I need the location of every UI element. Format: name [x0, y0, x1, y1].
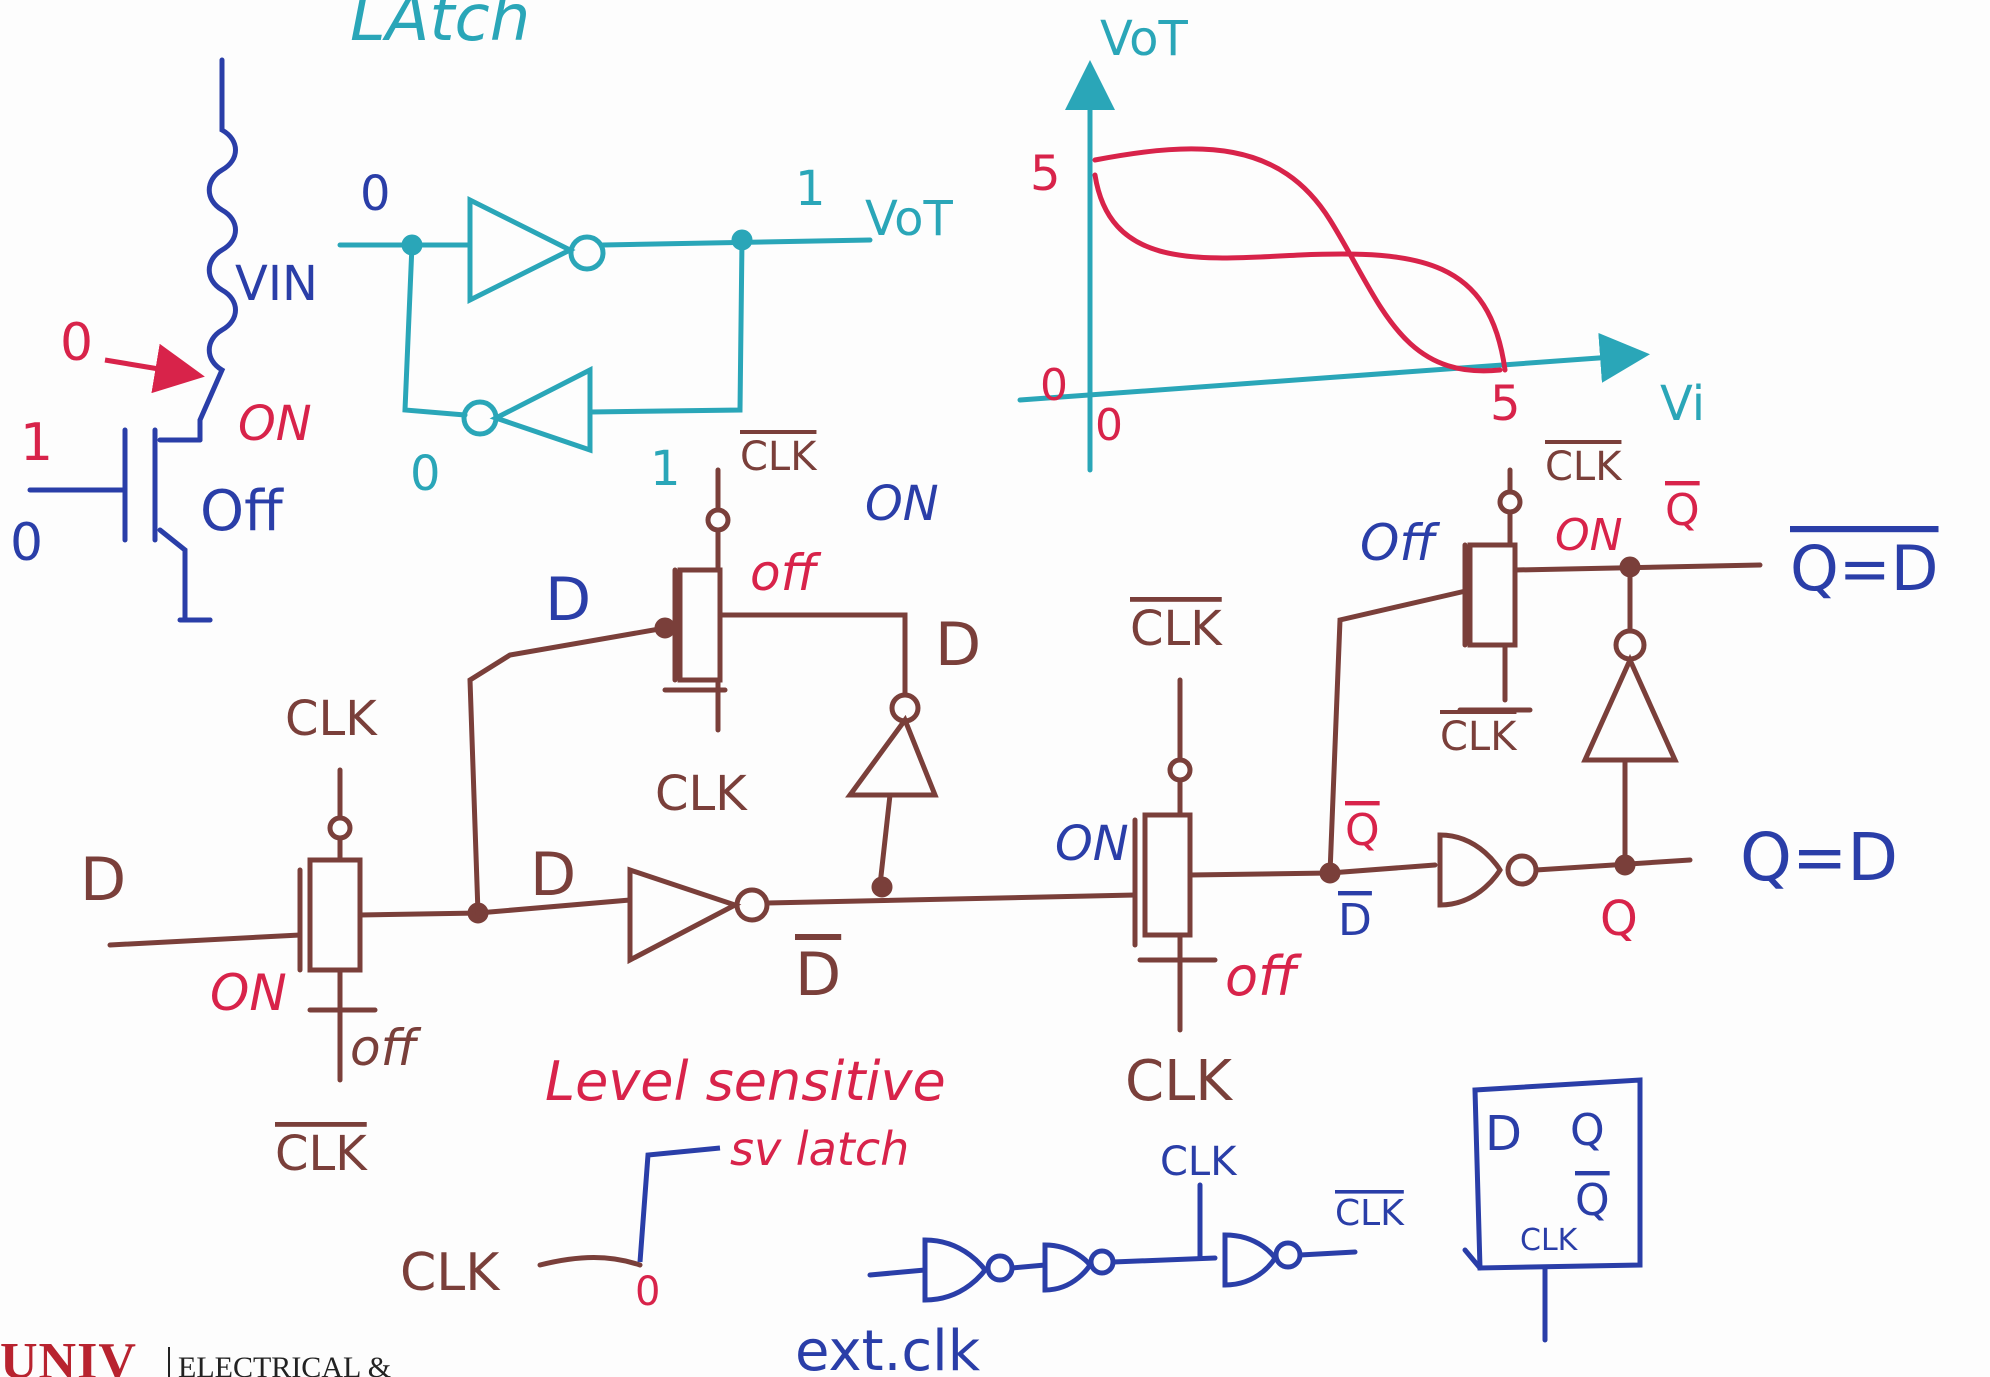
label-graph-0-y: 0: [1040, 360, 1068, 411]
label-clk-fb1-top: CLK: [740, 434, 818, 480]
label-ext-clk: ext.clk: [795, 1319, 981, 1377]
university-logo: UNIV: [0, 1337, 137, 1377]
arrow-red: [104, 343, 205, 394]
pull-up-resistor-network: [27, 57, 238, 623]
label-blue-off: Off: [200, 479, 284, 544]
label-Qbar-top: Q: [1665, 485, 1700, 536]
label-on-tg1: ON: [210, 964, 287, 1022]
clk-waveform: [537, 1255, 643, 1268]
label-clk-tg2-top: CLK: [1130, 601, 1223, 657]
label-vin: VIN: [235, 256, 318, 312]
label-off-fb2: Off: [1360, 514, 1440, 572]
label-D-fb: D: [545, 565, 591, 635]
cyan-latch: [337, 195, 873, 454]
graph-x-axis: [1017, 332, 1650, 403]
label-clk-wave: CLK: [400, 1243, 501, 1303]
label-off-fb1: off: [750, 544, 822, 602]
department-name: ELECTRICAL &: [178, 1351, 392, 1377]
clk-step: [637, 1145, 721, 1263]
label-off-tg2: off: [1225, 945, 1302, 1008]
brown-flip-flop: [107, 467, 1763, 1083]
label-sv-latch: sv latch: [730, 1122, 909, 1176]
label-Dbar-node: D: [1338, 895, 1372, 946]
label-ff-clk: CLK: [1520, 1223, 1579, 1258]
label-D-after-fb: D: [935, 610, 981, 680]
label-D-node1: D: [530, 840, 576, 910]
label-on-fb2: ON: [1555, 510, 1623, 561]
clock-buffer-chain: [867, 1077, 1643, 1343]
label-vout-latch: VoT: [865, 191, 953, 247]
label-blue-1: 1: [20, 413, 53, 473]
label-latch-in-bottom: 0: [410, 446, 441, 502]
label-blue-0: 0: [10, 513, 43, 573]
label-graph-5-y: 5: [1030, 146, 1061, 202]
label-D-input: D: [80, 845, 126, 915]
title-latch: LAtch: [350, 0, 530, 56]
label-red-on-nmos: ON: [238, 396, 312, 452]
label-clk-tg1-bottom: CLK: [275, 1126, 368, 1182]
label-ff-Qbar: Q: [1575, 1175, 1610, 1226]
label-off-tg1: off: [350, 1019, 422, 1077]
label-clk-fb2-top: CLK: [1545, 444, 1623, 490]
footer: UNIV ELECTRICAL &: [0, 1337, 600, 1377]
label-latch-out-bottom: 1: [650, 441, 681, 497]
label-clk-chain: CLK: [1160, 1139, 1238, 1185]
label-Q-red: Q: [1600, 891, 1638, 947]
graph-curve-1: [1092, 146, 1503, 374]
label-red-0: 0: [60, 313, 93, 373]
label-latch-in-top: 0: [360, 166, 391, 222]
label-graph-0-x: 0: [1095, 400, 1123, 451]
label-clk-fb1-bottom: CLK: [655, 766, 748, 822]
label-on-tg2: ON: [1055, 816, 1129, 872]
label-latch-out-top: 1: [795, 161, 826, 217]
label-clk-fb2-bottom: CLK: [1440, 714, 1518, 760]
label-Q-eq: Q=D: [1740, 819, 1898, 896]
label-Qbar-eq: Q=D: [1790, 532, 1939, 605]
transfer-curve-graph: [1017, 60, 1650, 473]
label-ff-D: D: [1485, 1106, 1522, 1162]
label-ff-Q: Q: [1570, 1105, 1605, 1156]
label-graph-5-x: 5: [1490, 376, 1521, 432]
graph-curve-2: [1092, 172, 1508, 373]
label-clk-bar-chain: CLK: [1335, 1193, 1405, 1234]
label-D-inv-out: D: [795, 940, 841, 1010]
label-level-sensitive: Level sensitive: [545, 1050, 946, 1113]
label-vin-axis: Vi: [1660, 376, 1705, 432]
label-on-fb1: ON: [865, 476, 939, 532]
footer-separator: [168, 1347, 170, 1377]
label-wave-0: 0: [635, 1269, 660, 1315]
label-Qbar-node: Q: [1345, 805, 1380, 856]
label-vout-axis: VoT: [1100, 11, 1188, 67]
label-clk-tg2-bottom: CLK: [1125, 1049, 1233, 1114]
label-clk-tg1-top: CLK: [285, 691, 378, 747]
